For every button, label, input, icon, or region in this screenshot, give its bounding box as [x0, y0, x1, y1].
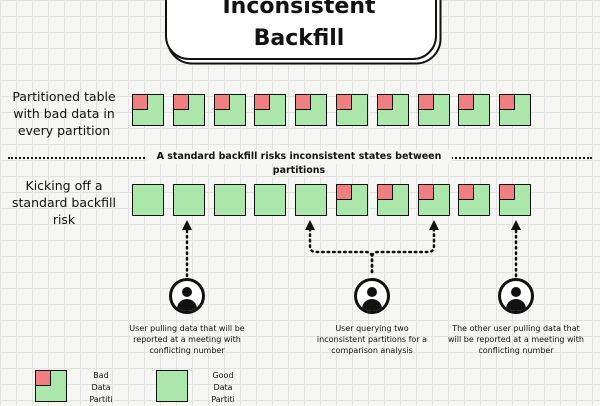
- bad-data-marker: [255, 95, 270, 110]
- caption-line: comparison analysis: [331, 346, 413, 355]
- partition-bad: [418, 94, 450, 126]
- partition-bad: [254, 94, 286, 126]
- partition-good: [214, 184, 246, 216]
- bad-data-marker: [378, 185, 393, 200]
- partition-bad: [377, 184, 409, 216]
- divider-text: A standard backfill risks inconsistent s…: [146, 150, 452, 176]
- legend-good-swatch: [156, 370, 188, 402]
- caption-line: conflicting number: [478, 346, 554, 355]
- legend-line: Partiti: [89, 395, 113, 404]
- arrowhead-user2-right: [429, 220, 439, 230]
- arrowhead-user3: [511, 220, 521, 230]
- bad-data-marker: [500, 95, 515, 110]
- bad-data-marker: [419, 95, 434, 110]
- row2-label-line: risk: [52, 212, 76, 227]
- caption-line: The other user pulling data that: [452, 324, 580, 333]
- legend-line: Data: [91, 383, 111, 392]
- user3-caption: The other user pulling data that will be…: [441, 323, 591, 356]
- partition-bad: [418, 184, 450, 216]
- row1-label-line: with bad data in: [13, 106, 115, 121]
- bad-data-marker: [459, 95, 474, 110]
- partition-bad: [458, 94, 490, 126]
- bad-data-marker: [296, 95, 311, 110]
- arrow-user2-left: [308, 228, 374, 274]
- row1-label-line: every partition: [17, 123, 111, 138]
- user-icon: [354, 278, 390, 314]
- caption-line: will be reported at a meeting with: [448, 335, 584, 344]
- partition-bad: [132, 94, 164, 126]
- user-icon: [169, 278, 205, 314]
- legend-good-label: Good Data Partiti: [203, 370, 243, 406]
- partition-good: [132, 184, 164, 216]
- user1-caption: User pulling data that will be reported …: [112, 323, 262, 356]
- caption-line: User querying two: [335, 324, 409, 333]
- row2-label-line: Kicking off a: [25, 178, 103, 193]
- legend-bad-swatch: [35, 370, 67, 402]
- row2-label-line: standard backfill: [12, 195, 116, 210]
- partition-bad: [173, 94, 205, 126]
- partition-bad: [336, 94, 368, 126]
- partition-good: [295, 184, 327, 216]
- legend-line: Partiti: [211, 395, 235, 404]
- partition-bad: [295, 94, 327, 126]
- row1-label-line: Partitioned table: [12, 89, 116, 104]
- bad-data-marker: [419, 185, 434, 200]
- bad-data-marker: [215, 95, 230, 110]
- bad-data-marker: [133, 95, 148, 110]
- partition-bad: [214, 94, 246, 126]
- bad-data-marker: [500, 185, 515, 200]
- caption-line: inconsistent partitions for a: [316, 335, 428, 344]
- partition-good: [173, 184, 205, 216]
- legend-line: Bad: [93, 371, 109, 380]
- arrowhead-user2-left: [305, 220, 315, 230]
- partition-bad: [499, 94, 531, 126]
- user2-caption: User querying two inconsistent partition…: [297, 323, 447, 356]
- partition-bad: [458, 184, 490, 216]
- caption-line: User pulling data that will be: [129, 324, 245, 333]
- legend-bad-label: Bad Data Partiti: [81, 370, 121, 406]
- legend-line: Data: [213, 383, 233, 392]
- caption-line: conflicting number: [149, 346, 225, 355]
- partition-bad: [336, 184, 368, 216]
- bad-data-marker: [378, 95, 393, 110]
- caption-line: reported at a meeting with: [133, 335, 241, 344]
- partition-good: [254, 184, 286, 216]
- bad-data-marker: [337, 185, 352, 200]
- row1-label: Partitioned table with bad data in every…: [2, 88, 126, 139]
- title-line-1: Inconsistent: [222, 0, 376, 19]
- partition-bad: [377, 94, 409, 126]
- arrowhead-user1: [182, 220, 192, 230]
- row2-label: Kicking off a standard backfill risk: [2, 177, 126, 228]
- title-box: [165, 0, 437, 60]
- arrow-user2-right: [370, 228, 436, 274]
- partition-bad: [499, 184, 531, 216]
- bad-data-marker: [459, 185, 474, 200]
- legend-line: Good: [212, 371, 234, 380]
- user-icon: [498, 278, 534, 314]
- title-line-2: Backfill: [253, 26, 345, 51]
- bad-data-marker: [174, 95, 189, 110]
- bad-data-marker: [337, 95, 352, 110]
